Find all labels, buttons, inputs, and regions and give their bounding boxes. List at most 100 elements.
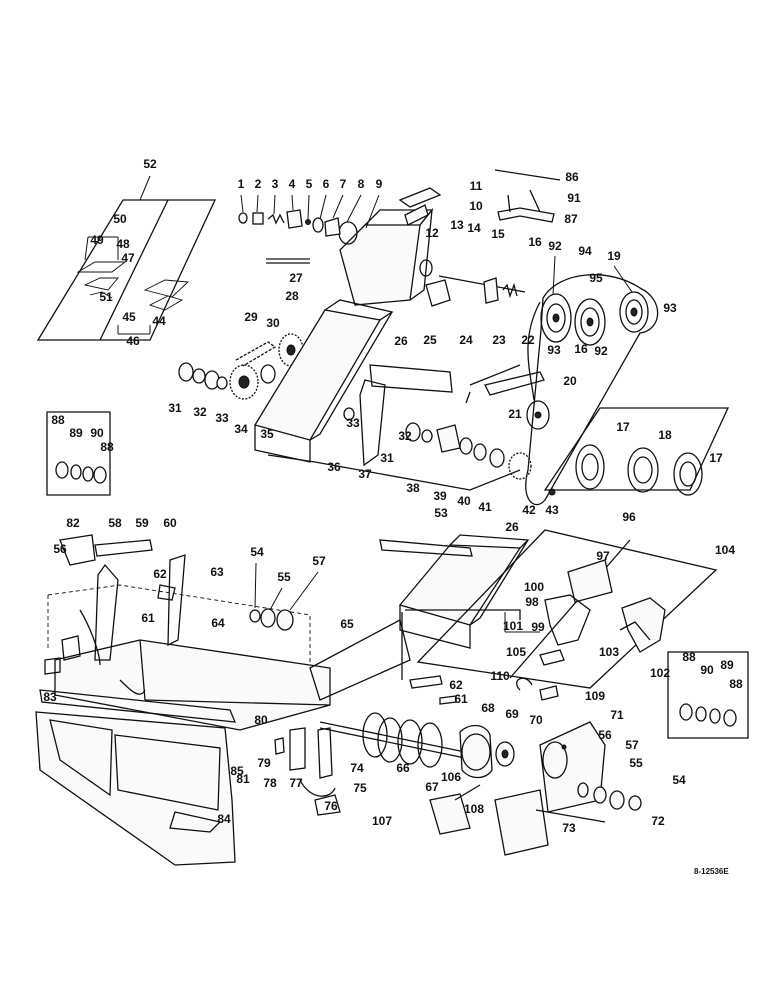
callout-76: 76	[324, 799, 338, 813]
callout-21: 21	[508, 407, 522, 421]
callout-32: 32	[398, 429, 412, 443]
callout-30: 30	[266, 316, 280, 330]
callout-97: 97	[596, 549, 610, 563]
callout-8: 8	[358, 177, 365, 191]
callout-89: 89	[69, 426, 83, 440]
callout-18: 18	[658, 428, 672, 442]
callout-81: 81	[236, 772, 250, 786]
callout-62: 62	[449, 678, 463, 692]
callout-78: 78	[263, 776, 277, 790]
callout-58: 58	[108, 516, 122, 530]
callout-60: 60	[163, 516, 177, 530]
callout-104: 104	[715, 543, 735, 557]
callout-29: 29	[244, 310, 258, 324]
callout-23: 23	[492, 333, 506, 347]
callout-12: 12	[425, 226, 439, 240]
callout-101: 101	[503, 619, 523, 633]
callout-33: 33	[346, 416, 360, 430]
feeder-conveyor-upper	[253, 299, 545, 491]
callout-42: 42	[522, 503, 536, 517]
shaft-parts-row	[238, 194, 380, 237]
callout-35: 35	[260, 427, 274, 441]
callout-59: 59	[135, 516, 149, 530]
callout-48: 48	[116, 237, 130, 251]
callout-17: 17	[709, 451, 723, 465]
callout-100: 100	[524, 580, 544, 594]
callout-16: 16	[574, 342, 588, 356]
inset-box-96-104	[416, 529, 718, 689]
callout-31: 31	[168, 401, 182, 415]
callout-86: 86	[565, 170, 579, 184]
callout-99: 99	[531, 620, 545, 634]
callout-93: 93	[547, 343, 561, 357]
callout-50: 50	[113, 212, 127, 226]
callout-83: 83	[43, 690, 57, 704]
callout-13: 13	[450, 218, 464, 232]
bearing-inset-left	[46, 411, 111, 496]
gearbox-housing	[338, 187, 451, 307]
callout-108: 108	[464, 802, 484, 816]
left-drive-parts	[178, 258, 310, 400]
callout-51: 51	[99, 290, 113, 304]
callout-52: 52	[143, 157, 157, 171]
callout-57: 57	[625, 738, 639, 752]
callout-9: 9	[376, 177, 383, 191]
callout-32: 32	[193, 405, 207, 419]
callout-102: 102	[650, 666, 670, 680]
callout-55: 55	[629, 756, 643, 770]
bearing-stack	[343, 400, 556, 496]
callout-1: 1	[238, 177, 245, 191]
callout-84: 84	[217, 812, 231, 826]
callout-61: 61	[454, 692, 468, 706]
callout-55: 55	[277, 570, 291, 584]
callout-88: 88	[729, 677, 743, 691]
callout-77: 77	[289, 776, 303, 790]
callout-41: 41	[478, 500, 492, 514]
callout-88: 88	[100, 440, 114, 454]
callout-87: 87	[564, 212, 578, 226]
callout-85: 85	[230, 764, 244, 778]
callout-45: 45	[122, 310, 136, 324]
callout-88: 88	[51, 413, 65, 427]
callout-73: 73	[562, 821, 576, 835]
callout-89: 89	[720, 658, 734, 672]
callout-37: 37	[358, 467, 372, 481]
callout-20: 20	[563, 374, 577, 388]
callout-71: 71	[610, 708, 624, 722]
pulley-inset-box	[543, 407, 730, 496]
callout-69: 69	[505, 707, 519, 721]
callout-61: 61	[141, 611, 155, 625]
callout-88: 88	[682, 650, 696, 664]
callout-28: 28	[285, 289, 299, 303]
callout-17: 17	[616, 420, 630, 434]
callout-40: 40	[457, 494, 471, 508]
callout-72: 72	[651, 814, 665, 828]
callout-26: 26	[505, 520, 519, 534]
feeder-conveyor-lower	[309, 534, 530, 701]
callout-25: 25	[423, 333, 437, 347]
fastener-set-lower	[249, 562, 319, 631]
callout-15: 15	[491, 227, 505, 241]
callout-106: 106	[441, 770, 461, 784]
callout-24: 24	[459, 333, 473, 347]
callout-105: 105	[506, 645, 526, 659]
callout-19: 19	[607, 249, 621, 263]
callout-64: 64	[211, 616, 225, 630]
callout-6: 6	[323, 177, 330, 191]
callout-74: 74	[350, 761, 364, 775]
inset-box-52	[36, 175, 217, 341]
callout-80: 80	[254, 713, 268, 727]
callout-110: 110	[490, 669, 510, 683]
callout-10: 10	[469, 199, 483, 213]
bearing-inset-right	[667, 651, 749, 739]
callout-54: 54	[250, 545, 264, 559]
callout-49: 49	[90, 233, 104, 247]
drawing-reference-number: 8-12536E	[694, 867, 729, 876]
callout-70: 70	[529, 713, 543, 727]
callout-5: 5	[306, 177, 313, 191]
callout-11: 11	[470, 179, 483, 193]
callout-65: 65	[340, 617, 354, 631]
callout-68: 68	[481, 701, 495, 715]
callout-92: 92	[548, 239, 562, 253]
